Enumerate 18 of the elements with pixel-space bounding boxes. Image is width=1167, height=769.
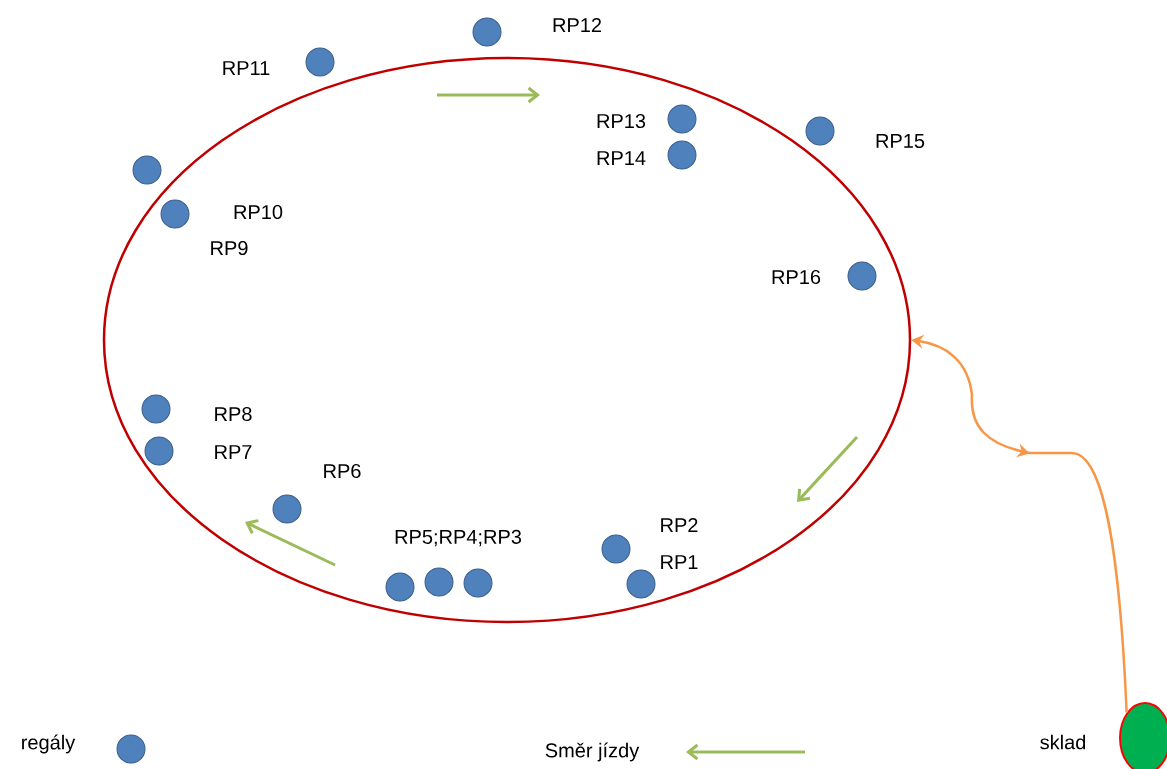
legend-text: regály xyxy=(22,734,76,754)
point-label: RP8 xyxy=(215,406,252,422)
point-label: RP15 xyxy=(876,134,925,148)
point-label: RP5;RP4;RP3 xyxy=(395,529,522,547)
point-label: RP16 xyxy=(772,269,821,285)
point-label: RP13 xyxy=(597,113,646,129)
point-label: RP11 xyxy=(223,61,270,75)
node-caption: sklad xyxy=(1040,734,1086,750)
point-label: RP10 xyxy=(234,204,283,220)
point-label: RP1 xyxy=(661,555,698,569)
point-label: RP6 xyxy=(324,463,361,479)
point-label: RP12 xyxy=(553,18,601,32)
point-label: RP14 xyxy=(597,151,646,165)
point-label: RP2 xyxy=(661,518,698,532)
point-label: RP9 xyxy=(211,240,248,256)
point-label: RP7 xyxy=(215,445,252,459)
warehouse-circle xyxy=(1119,702,1167,769)
legend-text: Směr jízdy xyxy=(545,742,640,762)
